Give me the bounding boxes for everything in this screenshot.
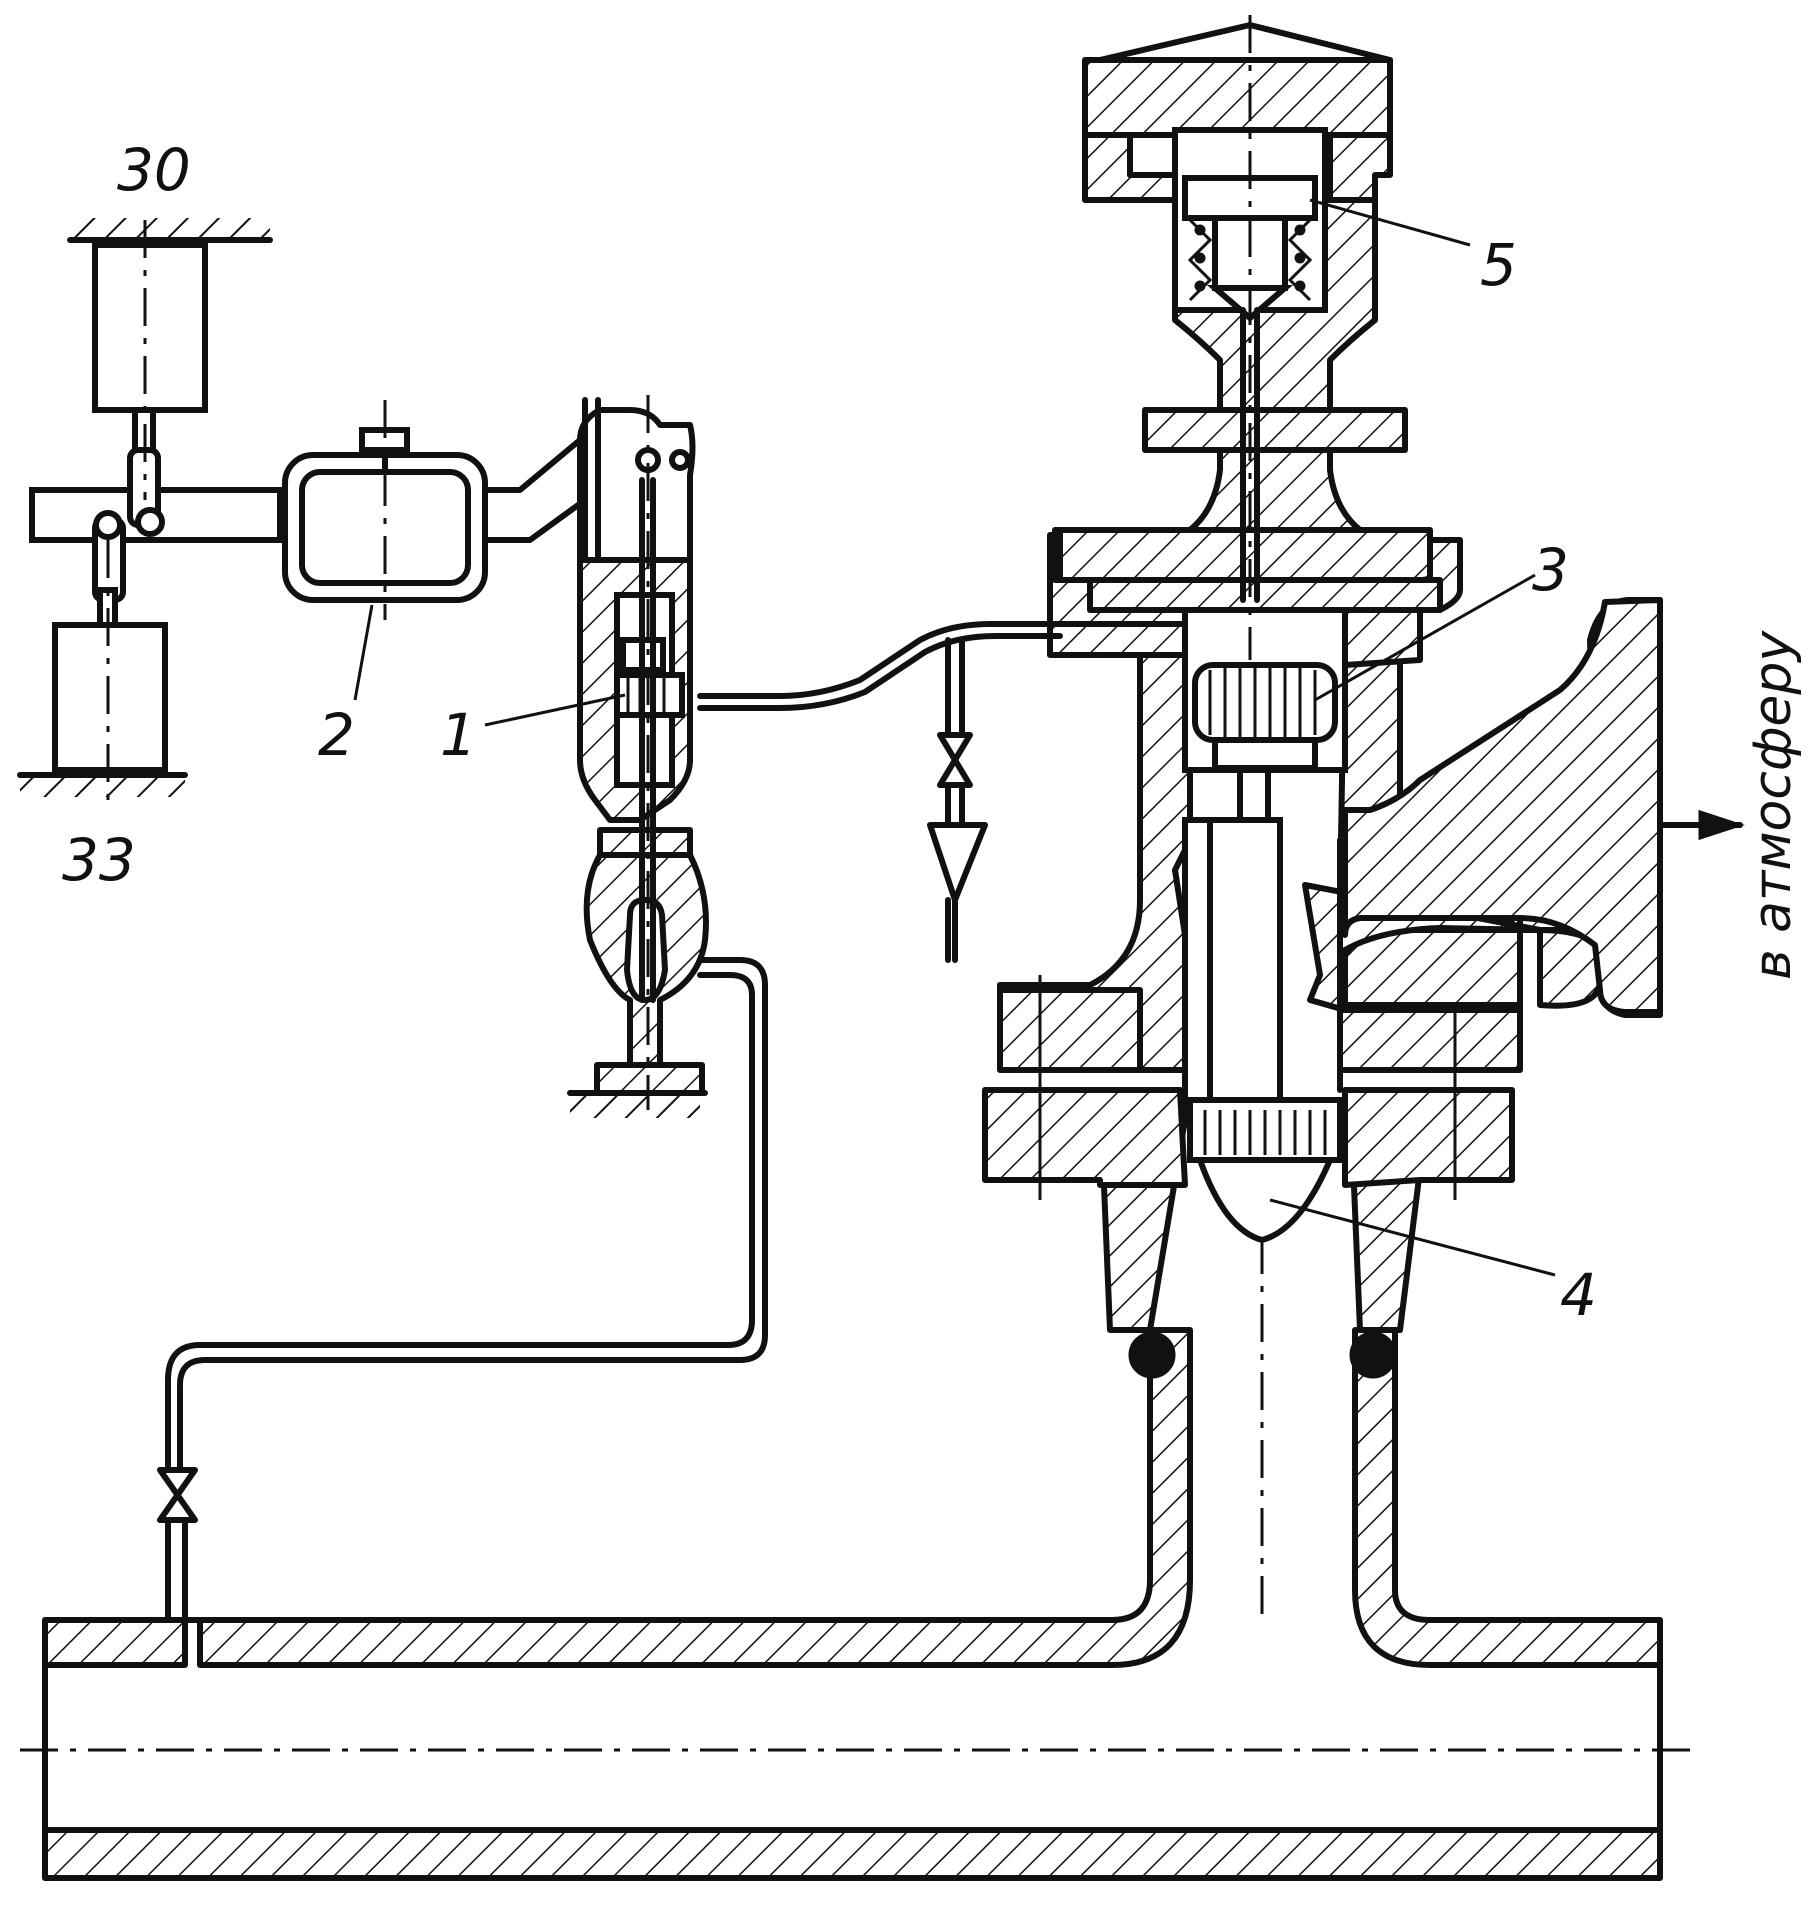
bonnet: [1052, 15, 1443, 660]
label-ground-bottom: 33: [62, 826, 136, 894]
impulse-line-upper: [697, 621, 1188, 711]
leader-lines: [353, 198, 1556, 1277]
main-disc-assembly: [1182, 757, 1343, 1244]
label-part-3: 3: [1532, 536, 1569, 604]
lever-weight: [17, 218, 588, 800]
label-outlet: в атмосферу: [1743, 630, 1803, 980]
spring: [1187, 218, 1313, 302]
impulse-line-lower: [157, 957, 768, 1623]
outlet-housing: [1342, 597, 1663, 1015]
main-pipeline: [20, 1327, 1700, 1881]
label-part-2: 2: [318, 701, 355, 769]
knurl-upper: [1208, 668, 1317, 737]
knurl-lower: [1203, 1110, 1327, 1155]
label-part-1: 1: [440, 701, 477, 769]
drain-assembly: [927, 637, 988, 963]
label-ground-top: 30: [117, 136, 191, 204]
label-part-5: 5: [1480, 231, 1517, 299]
pilot-valve: [567, 395, 709, 1118]
label-part-4: 4: [1560, 1261, 1597, 1329]
